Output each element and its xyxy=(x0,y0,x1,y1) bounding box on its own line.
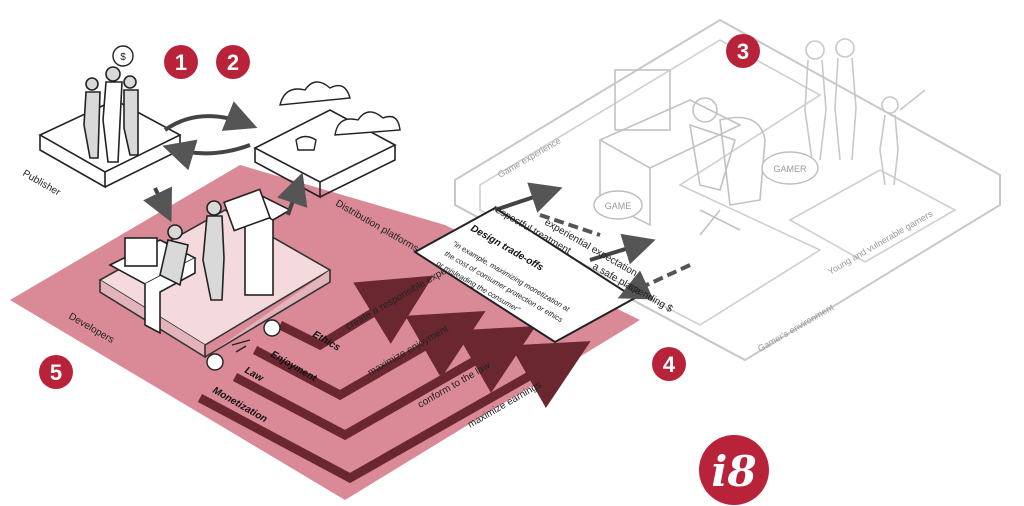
publisher-figures xyxy=(84,67,138,162)
game-bubble: GAME xyxy=(594,191,642,219)
cloud-icon xyxy=(335,112,400,135)
gamer-bubble: GAMER xyxy=(762,152,818,184)
cloud-icon xyxy=(280,82,350,105)
game-experience-label: Game experience xyxy=(496,136,563,180)
svg-text:i8: i8 xyxy=(711,447,756,496)
svg-text:5: 5 xyxy=(50,360,62,385)
svg-text:3: 3 xyxy=(737,39,749,64)
family-illustration xyxy=(805,39,925,185)
badge-2: 2 xyxy=(216,45,250,79)
young-gamers-label: Young and vulnerable gamers xyxy=(826,208,935,277)
svg-text:GAME: GAME xyxy=(605,201,632,211)
svg-text:4: 4 xyxy=(663,352,676,377)
logo-i8: i8 xyxy=(699,435,769,505)
badge-1: 1 xyxy=(164,45,198,79)
svg-text:GAMER: GAMER xyxy=(773,164,807,174)
svg-text:$: $ xyxy=(120,52,126,63)
badge-5: 5 xyxy=(39,355,73,389)
gamers-environment-label: Gamer's environment xyxy=(756,302,836,354)
publisher-label: Publisher xyxy=(21,168,63,199)
badge-3: 3 xyxy=(726,34,760,68)
svg-text:1: 1 xyxy=(175,50,187,75)
badge-4: 4 xyxy=(652,347,686,381)
publisher-group: $ Publisher xyxy=(21,46,181,199)
dollar-bubble: $ xyxy=(113,46,133,66)
smiley-icon xyxy=(264,320,280,336)
moneybag-icon xyxy=(207,354,223,370)
gamepad-icon xyxy=(296,137,316,151)
svg-text:2: 2 xyxy=(227,50,239,75)
